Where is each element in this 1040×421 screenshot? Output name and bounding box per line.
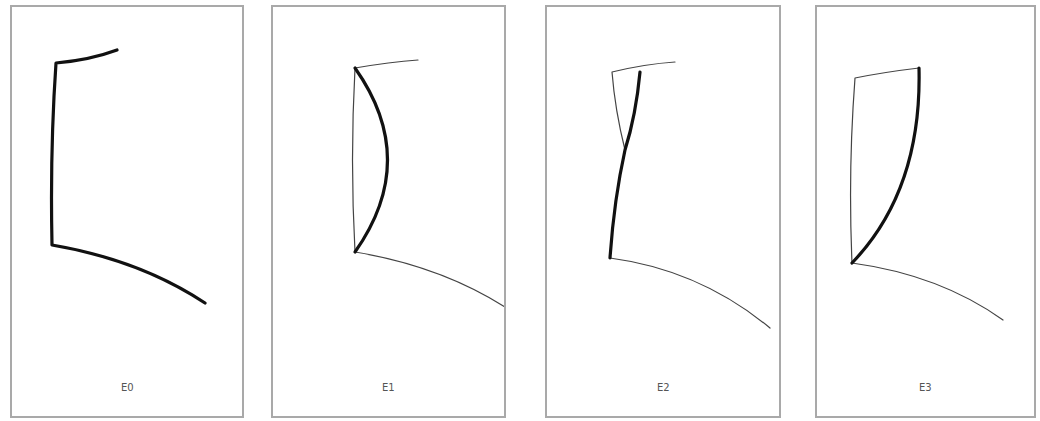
edge-thick — [852, 68, 919, 263]
bulge-thick — [355, 68, 388, 252]
panel-label: E2 — [657, 382, 670, 394]
outline-thin — [851, 68, 1003, 320]
outline-thin — [610, 62, 770, 328]
outline-thin — [353, 60, 506, 307]
figure-panel: E3 — [815, 5, 1036, 418]
figure-panel: E0 — [10, 5, 244, 418]
figure-panel: E2 — [545, 5, 781, 418]
panel-label: E3 — [919, 382, 932, 394]
outline-thick — [52, 50, 206, 303]
panel-label: E1 — [382, 382, 395, 394]
panel-label: E0 — [121, 382, 134, 394]
segment-thick — [610, 72, 640, 258]
figure-panel: E1 — [271, 5, 506, 418]
